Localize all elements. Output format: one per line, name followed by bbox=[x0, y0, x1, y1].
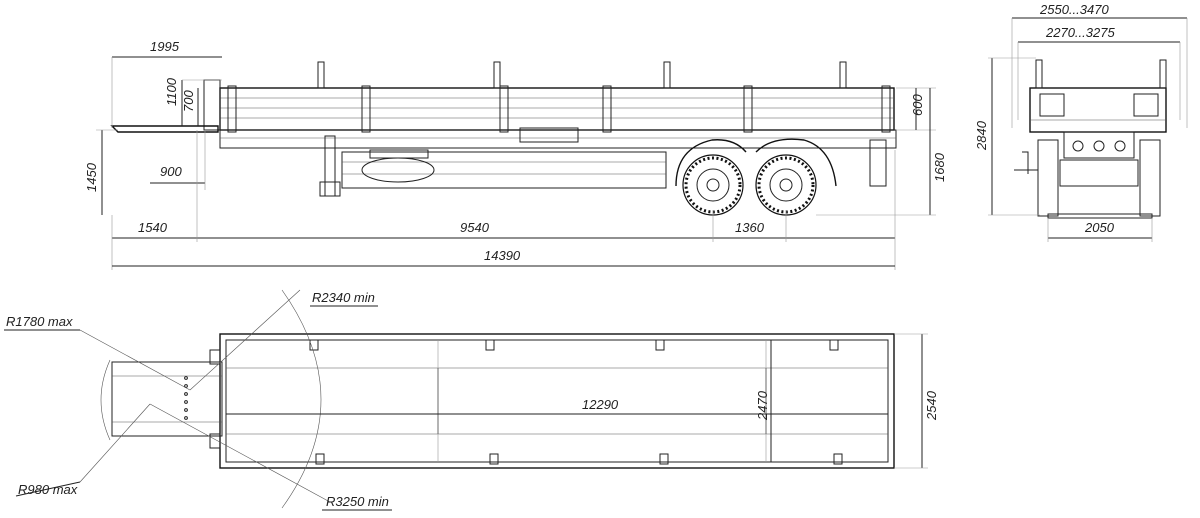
side-guard bbox=[341, 151, 667, 189]
arc-r3250 bbox=[281, 289, 322, 509]
rear-wheel-left bbox=[1037, 139, 1059, 217]
top-dimensions: R2340 min R1780 max R980 max R3250 min 1… bbox=[4, 290, 939, 511]
gooseneck-top bbox=[111, 361, 223, 437]
fender-rear bbox=[755, 138, 837, 187]
dim-2540: 2540 bbox=[924, 390, 939, 421]
dim-2050: 2050 bbox=[1084, 220, 1115, 235]
dim-2550-3470: 2550...3470 bbox=[1039, 2, 1109, 17]
dim-r2340: R2340 min bbox=[312, 290, 375, 305]
dim-r3250: R3250 min bbox=[326, 494, 389, 509]
dim-12290: 12290 bbox=[582, 397, 619, 412]
dim-2270-3275: 2270...3275 bbox=[1045, 25, 1115, 40]
dim-900: 900 bbox=[160, 164, 182, 179]
dim-r980: R980 max bbox=[18, 482, 78, 497]
side-board bbox=[219, 87, 895, 131]
board-posts bbox=[227, 85, 891, 133]
gooseneck-plate bbox=[110, 125, 219, 133]
rear-dimensions: 2550...3470 2270...3275 2840 2050 bbox=[974, 2, 1188, 242]
stakes bbox=[317, 61, 847, 89]
rear-board bbox=[1029, 87, 1167, 133]
dim-2470: 2470 bbox=[755, 390, 770, 421]
side-view: 1995 1100 700 600 1680 1450 900 bbox=[84, 39, 947, 270]
rear-view: 2550...3470 2270...3275 2840 2050 bbox=[974, 2, 1188, 242]
dim-r1780: R1780 max bbox=[6, 314, 73, 329]
dim-14390: 14390 bbox=[484, 248, 521, 263]
wheel-rear bbox=[755, 154, 817, 216]
dim-2840: 2840 bbox=[974, 120, 989, 151]
top-view: R2340 min R1780 max R980 max R3250 min 1… bbox=[4, 289, 939, 511]
dim-1100: 1100 bbox=[164, 77, 179, 106]
fender-front bbox=[675, 139, 747, 187]
landing-gear bbox=[324, 135, 336, 197]
chassis-frame bbox=[219, 129, 897, 149]
dim-1995: 1995 bbox=[150, 39, 180, 54]
stake-pockets bbox=[309, 339, 843, 465]
dim-1540: 1540 bbox=[138, 220, 168, 235]
dim-1450: 1450 bbox=[84, 162, 99, 192]
arc-r980 bbox=[100, 359, 111, 441]
dim-9540: 9540 bbox=[460, 220, 490, 235]
rear-wheel-right bbox=[1139, 139, 1161, 217]
wheel-front bbox=[682, 154, 744, 216]
side-dimensions: 1995 1100 700 600 1680 1450 900 bbox=[84, 39, 947, 270]
dim-600: 600 bbox=[910, 94, 925, 116]
deck-outline bbox=[219, 333, 895, 469]
dim-1680: 1680 bbox=[932, 152, 947, 182]
dim-700: 700 bbox=[181, 90, 196, 112]
dim-1360: 1360 bbox=[735, 220, 765, 235]
kingpin-holes bbox=[184, 376, 188, 420]
